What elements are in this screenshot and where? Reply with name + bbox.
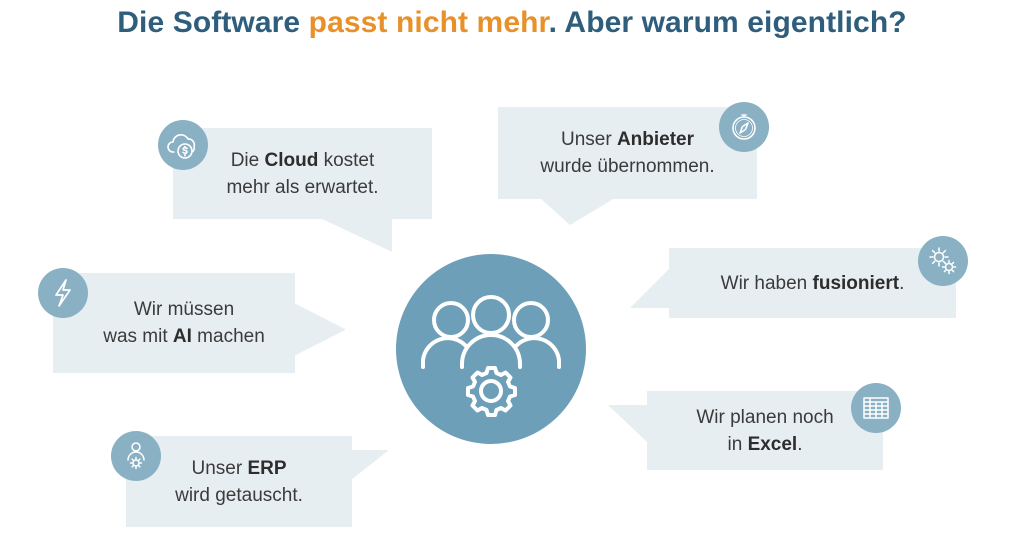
bubble-erp-text-bold: ERP	[247, 457, 287, 479]
bubble-fusion-tail	[630, 268, 670, 308]
title-part-1: Die Software	[117, 6, 309, 39]
bubble-excel-text-line1: Wir planen noch	[696, 406, 834, 428]
page-title: Die Software passt nicht mehr. Aber waru…	[0, 6, 1024, 40]
bubble-cloud-text-post: kostet	[318, 149, 375, 171]
center-team-circle	[396, 254, 586, 444]
bubble-excel-text-post: .	[797, 433, 803, 455]
cloud-dollar-icon	[158, 120, 208, 170]
bubble-ai-text-pre: was mit	[103, 326, 173, 347]
bubble-ai-tail	[294, 303, 346, 356]
bubble-fusion-text-bold: fusioniert	[812, 272, 900, 294]
bubble-fusion: Wir haben fusioniert.	[669, 248, 956, 318]
bubble-ai-text-line1: Wir müssen	[133, 299, 235, 320]
bubble-excel-tail	[608, 405, 648, 443]
bubble-anbieter-tail	[540, 198, 615, 225]
bubble-cloud-text-pre: Die	[230, 149, 265, 171]
bubble-excel: Wir planen noch in Excel.	[647, 391, 883, 470]
bubble-excel-text-pre: in	[727, 433, 748, 455]
bubble-cloud-text-line2: mehr als erwartet.	[226, 176, 379, 198]
bubble-cloud: Die Cloud kostet mehr als erwartet.	[173, 128, 432, 219]
bubble-ai-text-post: machen	[191, 326, 265, 347]
bubble-ai-text-bold: AI	[172, 326, 192, 347]
bubble-ai: Wir müssen was mit AI machen	[53, 273, 295, 373]
lightning-icon	[38, 268, 88, 318]
bubble-erp-text-pre: Unser	[191, 457, 248, 479]
bubble-fusion-text-post: .	[899, 272, 905, 294]
bubble-cloud-text-bold: Cloud	[264, 149, 319, 171]
user-gear-icon	[111, 431, 161, 481]
bubble-cloud-tail	[320, 218, 392, 252]
spreadsheet-icon	[851, 383, 901, 433]
compass-icon	[719, 102, 769, 152]
bubble-fusion-text-pre: Wir haben	[720, 272, 813, 294]
bubble-anbieter-text-line2: wurde übernommen.	[540, 156, 715, 177]
bubble-anbieter: Unser Anbieter wurde übernommen.	[498, 107, 757, 199]
bubble-excel-text-bold: Excel	[747, 433, 798, 455]
title-accent: passt nicht mehr	[308, 6, 549, 39]
bubble-anbieter-text-pre: Unser	[560, 129, 617, 150]
bubble-anbieter-text-bold: Anbieter	[616, 129, 695, 150]
bubble-erp-tail	[351, 450, 389, 480]
gears-icon	[918, 236, 968, 286]
title-part-2: . Aber warum eigentlich?	[548, 6, 907, 39]
bubble-erp: Unser ERP wird getauscht.	[126, 436, 352, 527]
bubble-erp-text-line2: wird getauscht.	[175, 484, 303, 506]
team-gear-icon	[421, 295, 561, 417]
